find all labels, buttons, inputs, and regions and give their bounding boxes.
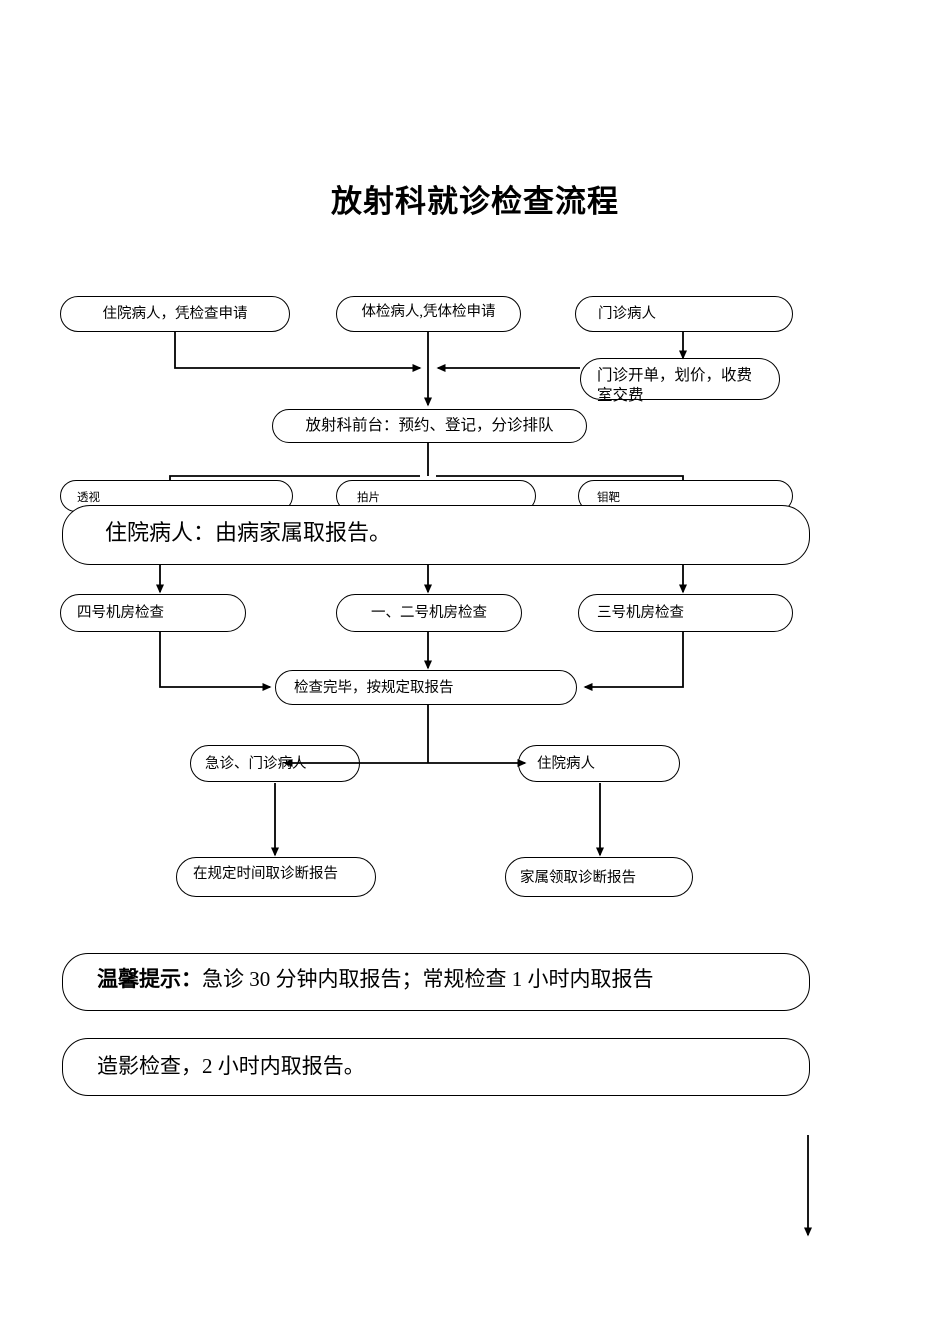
node-label: 三号机房检查 (597, 605, 684, 621)
node-label: 门诊开单，划价，收费室交费 (597, 367, 753, 405)
node-label: 拍片 (357, 492, 380, 504)
node-label: 门诊病人 (598, 306, 656, 322)
node-exam-finished[interactable]: 检查完毕，按规定取报告 (275, 670, 577, 705)
page-title: 放射科就诊检查流程 (331, 184, 619, 219)
node-inpatient-source[interactable]: 住院病人，凭检查申请 (60, 296, 290, 332)
node-physical-exam-source[interactable]: 体检病人,凭体检申请 (336, 296, 521, 332)
node-room-four[interactable]: 四号机房检查 (60, 594, 246, 632)
node-inpatient-branch[interactable]: 住院病人 (518, 745, 680, 782)
node-room-three[interactable]: 三号机房检查 (578, 594, 793, 632)
node-label: 钼靶 (597, 492, 620, 504)
node-label: 急诊、门诊病人 (205, 756, 307, 772)
node-label: 检查完毕，按规定取报告 (294, 680, 454, 696)
node-outpatient-billing[interactable]: 门诊开单，划价，收费室交费 (580, 358, 780, 404)
node-label: 一、二号机房检查 (371, 605, 487, 621)
node-emergency-outpatient[interactable]: 急诊、门诊病人 (190, 745, 360, 782)
notice-body: 急诊 30 分钟内取报告；常规检查 1 小时内取报告 (202, 967, 654, 991)
node-label: 家属领取诊断报告 (520, 870, 636, 886)
node-label: 放射科前台：预约、登记，分诊排队 (305, 417, 554, 434)
node-label: 四号机房检查 (77, 605, 164, 621)
notice-text: 温馨提示：急诊 30 分钟内取报告；常规检查 1 小时内取报告 (63, 966, 809, 994)
node-front-desk[interactable]: 放射科前台：预约、登记，分诊排队 (272, 409, 587, 443)
node-label: 住院病人，凭检查申请 (102, 306, 248, 322)
node-room-one-two[interactable]: 一、二号机房检查 (336, 594, 522, 632)
node-label: 住院病人：由病家属取报告。 (105, 520, 392, 545)
notice-body: 造影检查，2 小时内取报告。 (97, 1054, 365, 1078)
node-label: 体检病人,凭体检申请 (361, 304, 496, 320)
notice-warm-tip[interactable]: 温馨提示：急诊 30 分钟内取报告；常规检查 1 小时内取报告 (62, 953, 810, 1011)
node-label: 住院病人 (537, 756, 595, 772)
node-collect-on-time[interactable]: 在规定时间取诊断报告 (176, 857, 376, 897)
node-family-collect[interactable]: 家属领取诊断报告 (505, 857, 693, 897)
notice-prefix: 温馨提示： (97, 967, 202, 991)
notice-contrast-exam[interactable]: 造影检查，2 小时内取报告。 (62, 1038, 810, 1096)
node-label: 在规定时间取诊断报告 (193, 866, 338, 882)
node-label: 透视 (77, 492, 100, 504)
node-inpatient-report-note[interactable]: 住院病人：由病家属取报告。 (62, 505, 810, 565)
notice-text: 造影检查，2 小时内取报告。 (63, 1053, 809, 1081)
node-outpatient-source[interactable]: 门诊病人 (575, 296, 793, 332)
